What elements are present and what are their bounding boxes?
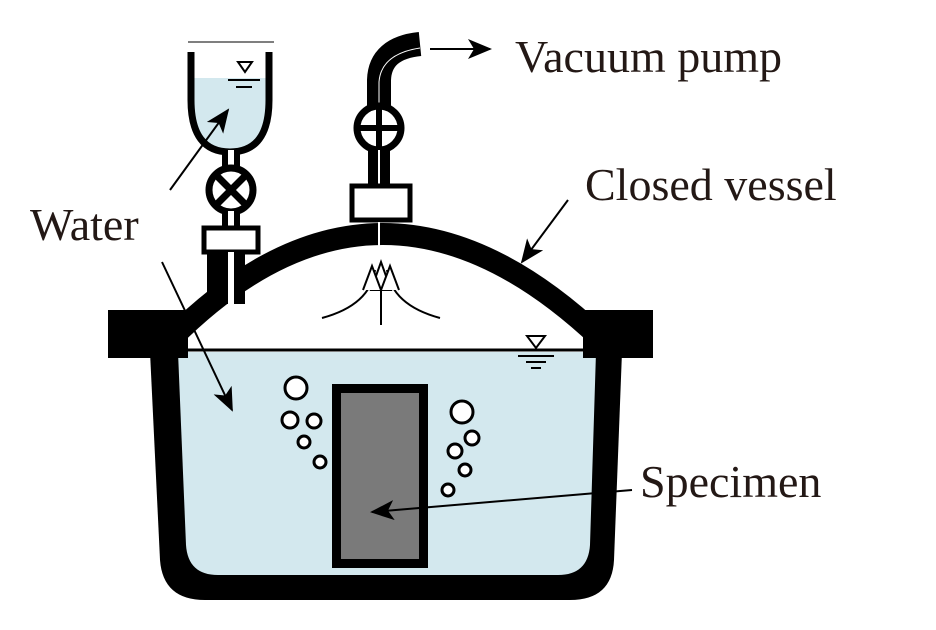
vacuum-valve-open [349,102,413,252]
air-bubbles [280,375,481,498]
specimen-arrow [370,489,633,521]
vacuum-hose [367,32,422,108]
label-water: Water [30,199,139,250]
label-closed-vessel: Closed vessel [585,159,837,210]
water-valve-closed [201,164,261,304]
specimen [341,393,419,559]
air-flow-arrows [321,259,441,325]
water-level-symbol [518,335,554,369]
water-funnel-arrow [169,108,230,191]
closed-vessel-arrow [520,199,569,264]
label-specimen: Specimen [640,456,821,507]
water-vessel-arrow [161,261,233,412]
label-vacuum-pump: Vacuum pump [515,31,782,82]
water-funnel [187,41,274,170]
